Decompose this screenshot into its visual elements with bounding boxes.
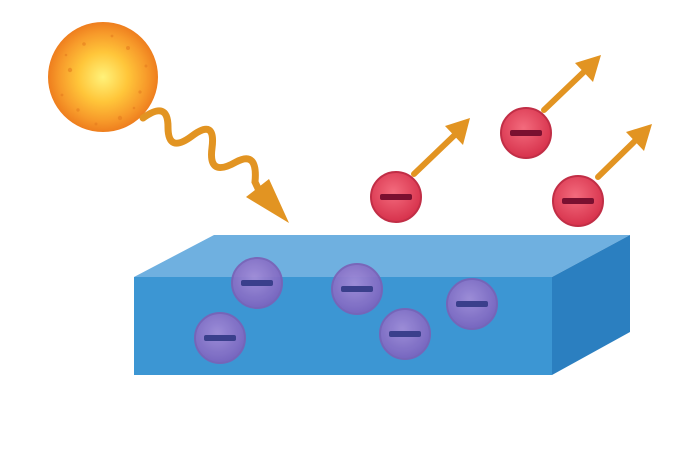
bound-electron-icon bbox=[331, 263, 383, 315]
bound-electron-icon bbox=[231, 257, 283, 309]
bound-electron-icon bbox=[194, 312, 246, 364]
emission-arrowhead bbox=[575, 55, 601, 82]
emission-arrowhead bbox=[626, 124, 652, 151]
emitted-electron-1 bbox=[370, 118, 470, 223]
bound-electron-icon bbox=[446, 278, 498, 330]
sun-icon bbox=[48, 22, 158, 132]
emission-arrowhead bbox=[445, 118, 470, 145]
emitted-electrons bbox=[370, 55, 652, 227]
emission-arrow-icon bbox=[541, 63, 593, 113]
emission-arrow-icon bbox=[595, 132, 644, 180]
emitted-electron-2 bbox=[500, 55, 601, 159]
slab-top-face bbox=[134, 235, 630, 277]
wavy-arrow-icon bbox=[139, 107, 289, 223]
slab-side-face bbox=[552, 235, 630, 375]
emitted-electron-3 bbox=[552, 124, 652, 227]
bound-electrons bbox=[194, 257, 498, 364]
emission-arrow-icon bbox=[411, 126, 464, 177]
bound-electron-icon bbox=[379, 308, 431, 360]
